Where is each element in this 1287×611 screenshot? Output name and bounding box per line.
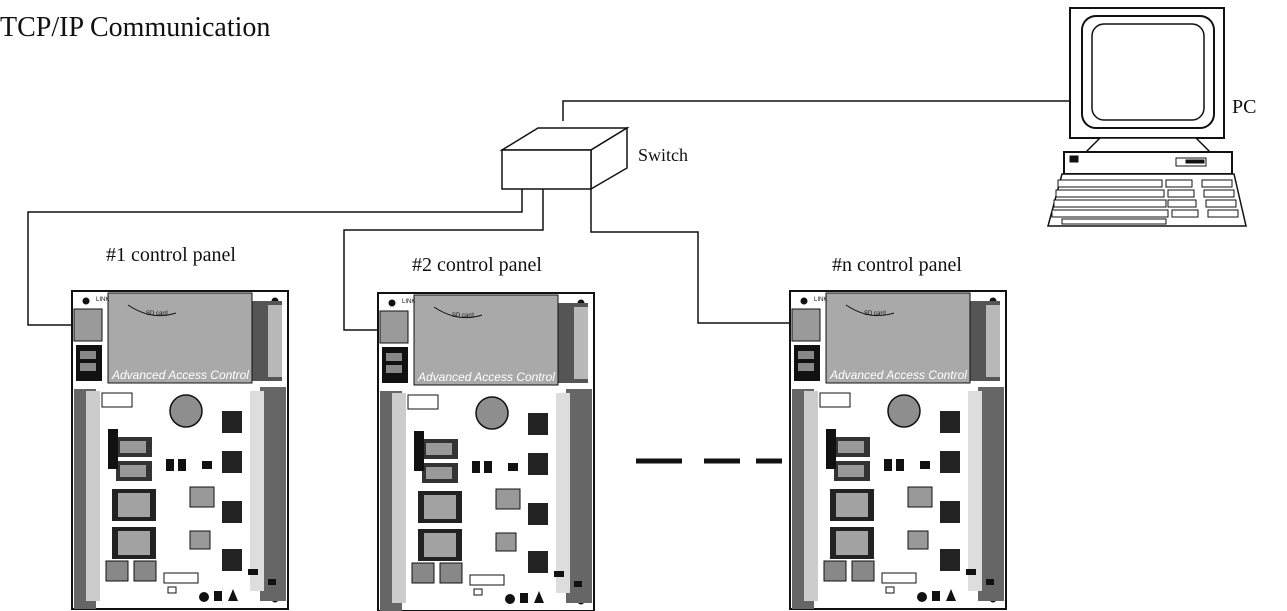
panel-1-cable <box>27 189 523 326</box>
control-panel-n: LINK SD card Advanced Access Control <box>789 290 1007 610</box>
network-cables <box>27 100 1070 331</box>
link-label: LINK <box>96 297 109 303</box>
sd-card-label: SD card <box>146 311 168 317</box>
pc-label: PC <box>1232 96 1256 118</box>
switch-box <box>499 126 630 191</box>
control-panel-1: LINK SD card Advanced Access Control <box>71 290 289 610</box>
control-panel-2: LINK SD card Advanced Access Control <box>377 292 595 611</box>
switch-label: Switch <box>638 145 688 165</box>
sd-card-label: SD card <box>452 313 474 319</box>
sd-card-label: SD card <box>864 311 886 317</box>
pc-cable <box>562 100 1070 121</box>
pc-computer <box>1047 7 1247 227</box>
panel-n-cable <box>590 189 792 324</box>
panel-2-label: #2 control panel <box>412 254 542 276</box>
board-title: Advanced Access Control <box>111 368 249 382</box>
diagram-title: TCP/IP Communication <box>0 12 270 43</box>
board-title: Advanced Access Control <box>417 370 555 384</box>
board-title: Advanced Access Control <box>829 368 967 382</box>
link-label: LINK <box>814 297 827 303</box>
panel-1-label: #1 control panel <box>106 244 236 266</box>
panel-2-cable <box>343 189 544 331</box>
link-label: LINK <box>402 299 415 305</box>
panel-n-label: #n control panel <box>832 254 962 276</box>
